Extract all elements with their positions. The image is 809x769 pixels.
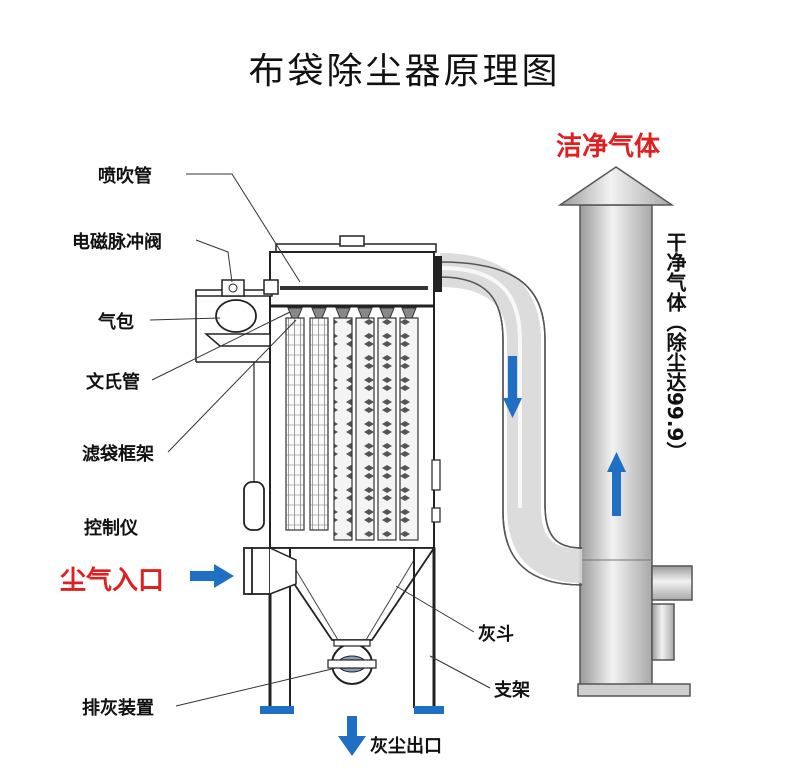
- label-dry-gas: 干净气体（除尘达99.9）: [663, 232, 687, 462]
- label-air-bag: 气包: [98, 312, 134, 333]
- ash-hopper: [268, 547, 436, 641]
- label-spray-pipe: 喷吹管: [98, 166, 152, 187]
- label-clean-gas: 洁净气体: [556, 132, 661, 162]
- label-ash-outlet: 灰尘出口: [370, 736, 442, 757]
- discharge-valve: [327, 639, 377, 685]
- leader-lines: [149, 173, 491, 707]
- label-venturi: 文氏管: [86, 372, 140, 393]
- duct-down-arrow: [503, 356, 522, 418]
- chimney-up-arrow: [607, 452, 626, 516]
- dust-inlet: [243, 547, 297, 595]
- filter-bags: [333, 307, 419, 541]
- label-controller: 控制仪: [84, 518, 138, 539]
- label-ash-hopper: 灰斗: [478, 624, 514, 645]
- inlet-arrow: [190, 564, 234, 588]
- support-frame: [260, 548, 444, 714]
- diagram-title: 布袋除尘器原理图: [248, 51, 561, 92]
- outlet-arrow: [338, 716, 366, 756]
- label-support: 支架: [494, 680, 530, 701]
- air-bag-assembly: [195, 279, 279, 531]
- outlet-duct: [428, 253, 583, 586]
- label-pulse-valve: 电磁脉冲阀: [72, 232, 162, 253]
- label-ash-discharge: 排灰装置: [82, 698, 154, 719]
- label-filter-frame: 滤袋框架: [82, 444, 154, 465]
- filter-frames: [285, 307, 329, 531]
- label-dust-inlet: 尘气入口: [60, 566, 165, 596]
- chimney: [557, 166, 693, 697]
